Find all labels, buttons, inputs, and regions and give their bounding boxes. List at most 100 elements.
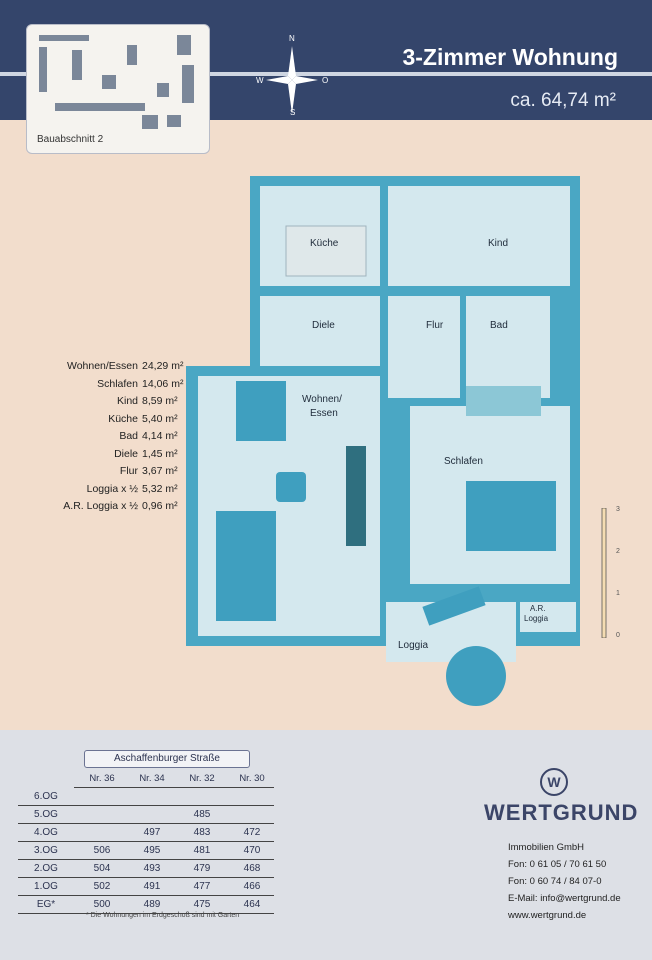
unit-number: 464 [224,895,274,914]
area-row: Kind 8,59 m² [28,393,183,411]
area-row: Flur 3,67 m² [28,463,183,481]
area-row: A.R. Loggia x ½ 0,96 m² [28,498,183,516]
area-label: Wohnen/Essen [66,360,138,372]
room-label-essen: Essen [310,408,338,419]
compass-rose: N S W O [256,34,328,120]
area-label: Küche [108,412,138,425]
header-stripe [0,72,652,76]
area-value: 5,40 m² [142,412,178,425]
site-plan-card: Bauabschnitt 2 [26,24,210,154]
room-label-ar: A.R. [530,604,546,613]
area-value: 3,67 m² [142,465,178,477]
phone-2: Fon: 0 60 74 / 84 07-0 [508,876,602,887]
floor-plan-drawing [186,176,580,706]
website-link[interactable]: www.wertgrund.de [508,910,587,921]
area-value: 0,96 m² [142,500,178,512]
room-label-ar-loggia: Loggia [524,614,549,623]
room-label-flur: Flur [426,320,444,331]
room-label-diele: Diele [312,320,335,331]
site-plan-map [39,35,194,129]
unit-number: 506 [74,841,124,860]
room-label-kueche: Küche [310,238,339,249]
area-value: 5,32 m² [142,482,178,495]
area-label: Diele [114,447,138,460]
area-label: Kind [116,395,138,407]
floor-label: EG* [18,895,74,914]
scale-tick-2: 2 [616,548,620,555]
area-value: 4,14 m² [142,430,178,442]
unit-number: 493 [124,859,174,878]
unit-number [74,805,124,824]
scale-tick-1: 1 [616,590,620,597]
unit-number: 495 [124,841,174,860]
area-label: A.R. Loggia x ½ [63,500,138,512]
unit-number [74,823,124,842]
floor-label: 2.OG [18,859,74,878]
compass-s: S [290,108,296,117]
room-label-wohnen: Wohnen/ [302,394,342,405]
unit-number: 475 [174,895,224,914]
floor-label: 1.OG [18,877,74,896]
area-label: Flur [119,465,138,477]
unit-number [224,787,274,806]
floor-label: 3.OG [18,841,74,860]
area-row: Bad 4,14 m² [28,428,183,446]
area-label: Loggia x ½ [86,482,138,495]
area-row: Küche 5,40 m² [28,411,183,429]
wertgrund-logo-icon: W [540,768,568,796]
unit-number: 481 [174,841,224,860]
unit-number [74,787,124,806]
unit-number: 500 [74,895,124,914]
column-header: Nr. 32 [174,770,224,788]
floor-plan: Küche Kind Diele Flur Bad Wohnen/ Essen … [186,176,582,706]
area-value: 8,59 m² [142,395,178,407]
site-plan-label: Bauabschnitt 2 [37,134,104,145]
room-label-kind: Kind [488,238,509,249]
unit-number: 477 [174,877,224,896]
phone-1: Fon: 0 61 05 / 70 61 50 [508,859,607,870]
email-link[interactable]: E-Mail: info@wertgrund.de [508,893,621,904]
column-header: Nr. 34 [124,770,174,788]
room-label-bad: Bad [490,320,508,331]
unit-number [224,805,274,824]
unit-number: 504 [74,859,124,878]
table-row: 5.OG 485 [18,805,274,824]
column-header: Nr. 36 [74,770,124,788]
apartment-area: ca. 64,74 m² [510,90,616,111]
room-label-schlafen: Schlafen [444,456,483,467]
area-label: Schlafen [97,377,138,390]
unit-number: 479 [174,859,224,878]
unit-number: 489 [124,895,174,914]
floor-label: 5.OG [18,805,74,824]
area-value: 1,45 m² [142,447,178,460]
unit-number [124,787,174,806]
unit-number: 472 [224,823,274,842]
unit-number: 497 [124,823,174,842]
floor-label: 4.OG [18,823,74,842]
unit-number: 485 [174,805,224,824]
company-name: Immobilien GmbH [508,842,585,853]
area-row: Loggia x ½ 5,32 m² [28,481,183,499]
unit-number: 470 [224,841,274,860]
area-label: Bad [119,430,138,442]
column-header: Nr. 30 [224,770,274,788]
unit-number: 468 [224,859,274,878]
compass-n: N [289,34,295,43]
contact-block: Immobilien GmbH Fon: 0 61 05 / 70 61 50 … [508,839,621,924]
street-name: Aschaffenburger Straße [84,750,250,768]
unit-number: 483 [174,823,224,842]
unit-number: 466 [224,877,274,896]
room-label-loggia: Loggia [398,640,429,651]
scale-tick-0: 0 [616,632,620,639]
unit-number [174,787,224,806]
